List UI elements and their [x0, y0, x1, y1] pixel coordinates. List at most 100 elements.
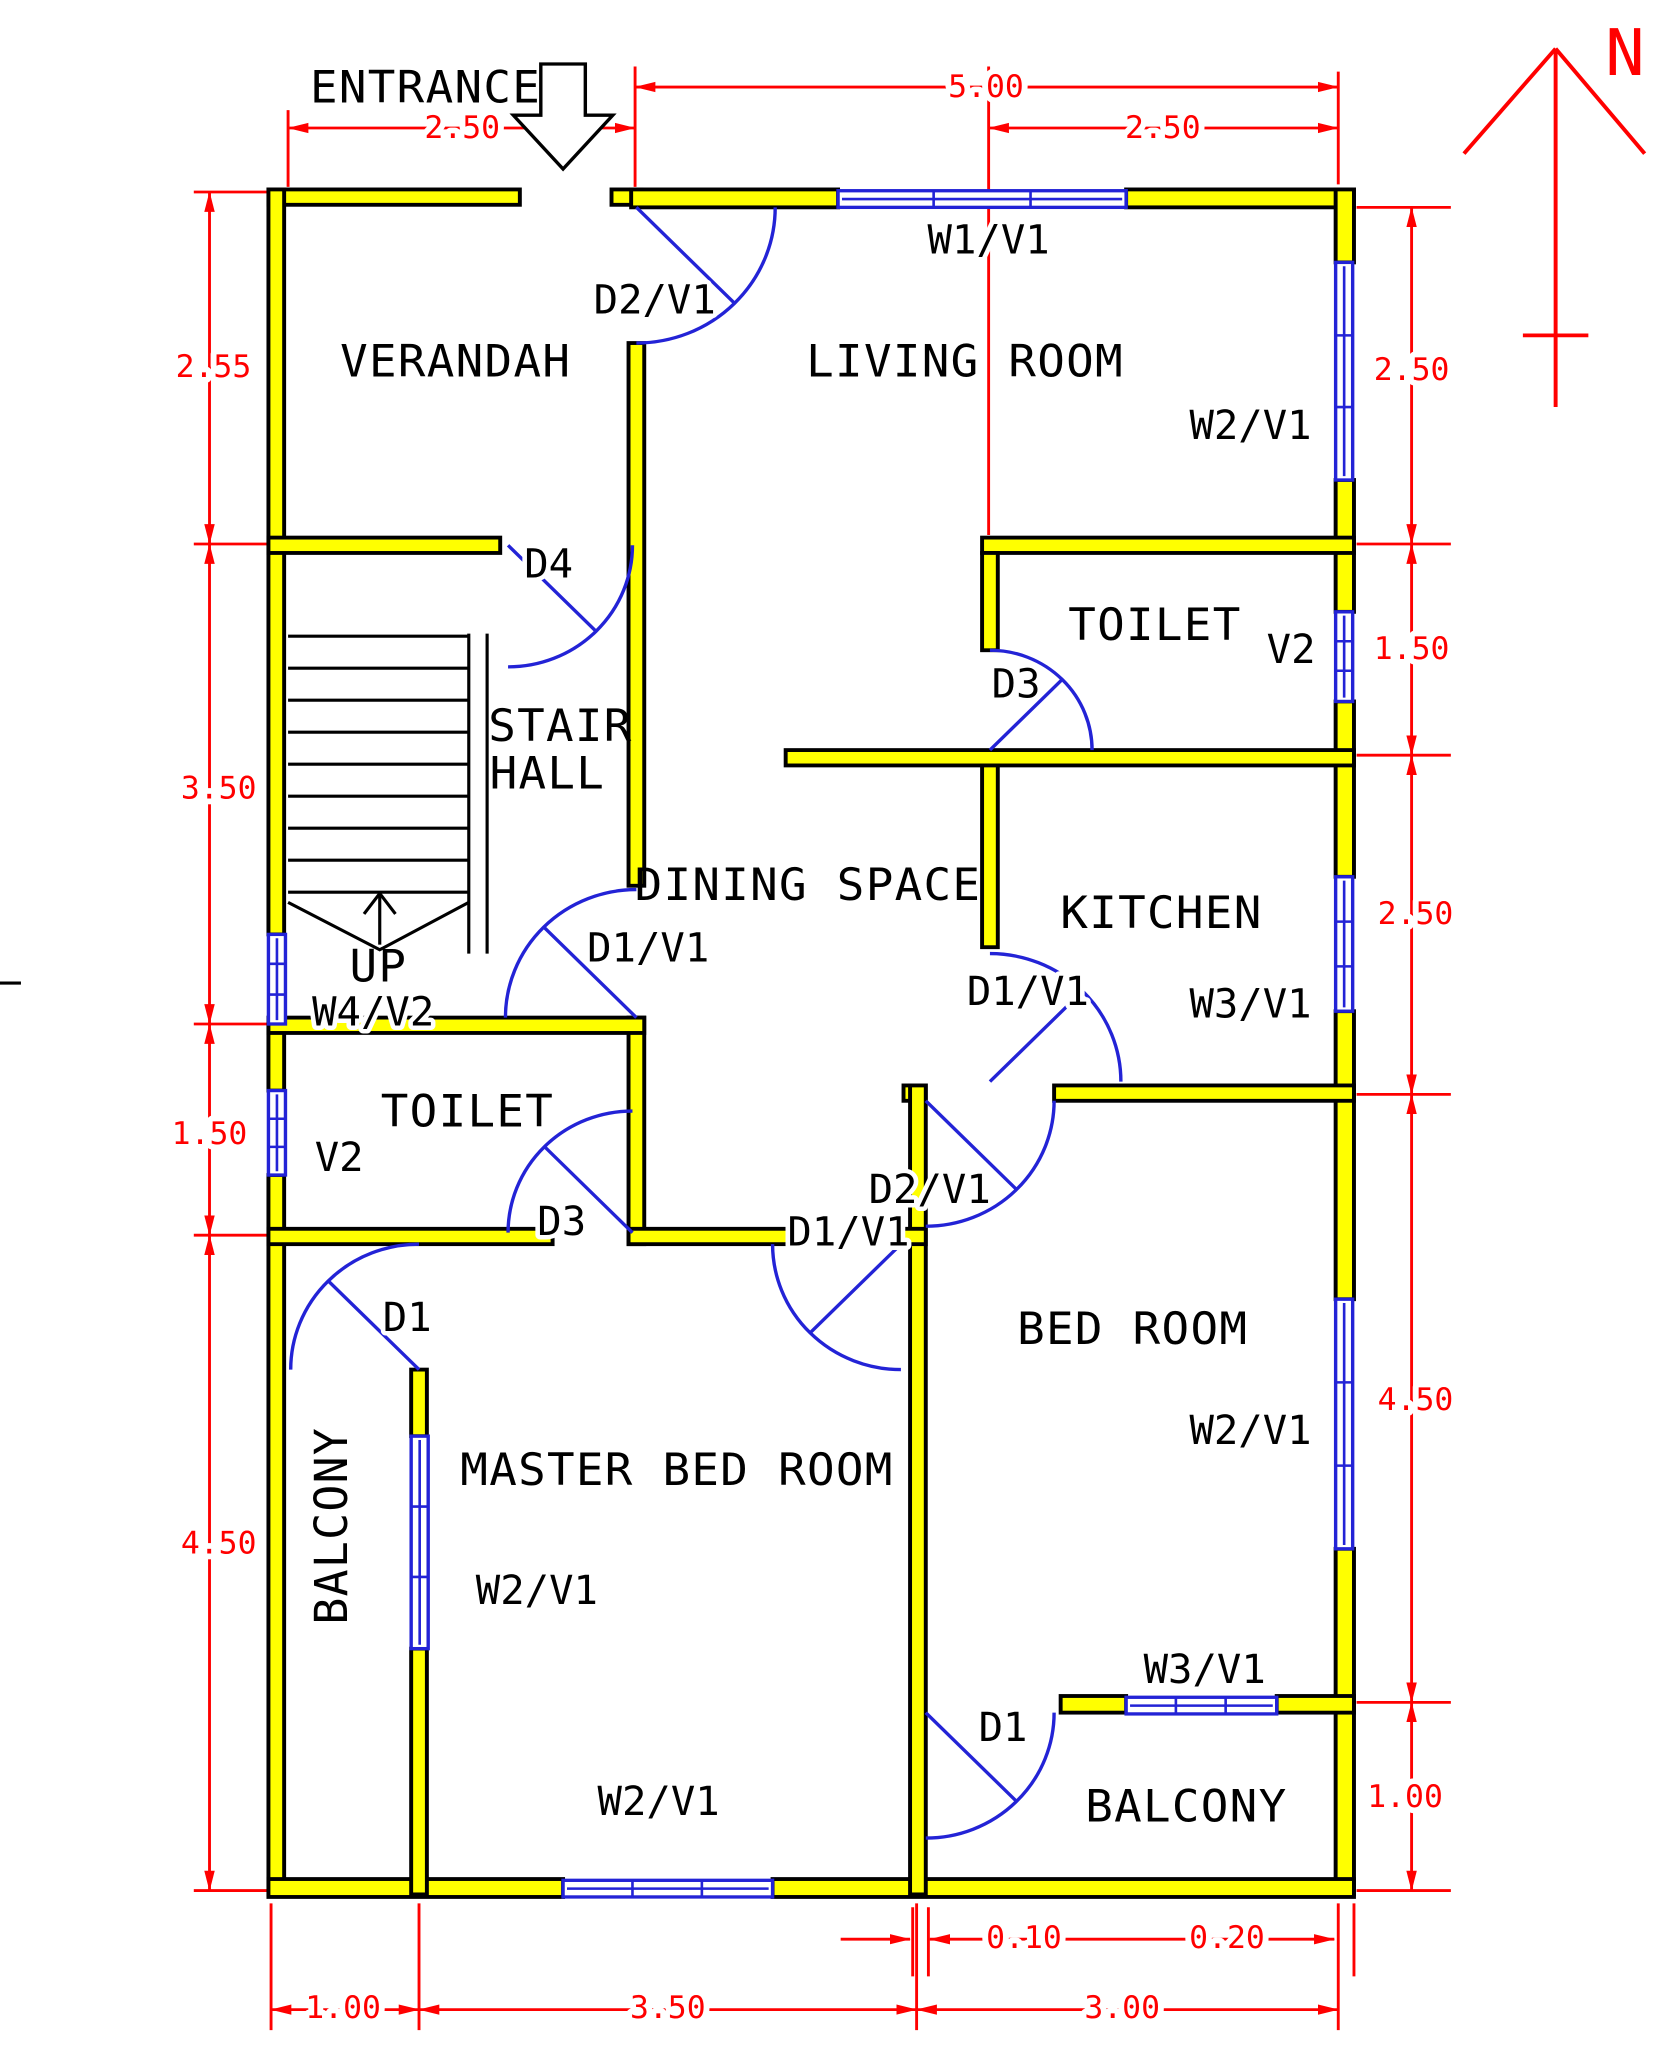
entrance-arrow-shape: [509, 62, 617, 172]
window-w2-master: [409, 1434, 430, 1651]
up-arrow-head: [362, 892, 381, 915]
wall-segment: [783, 748, 1356, 768]
wall-segment: [980, 763, 1000, 950]
tag-w2-bed: W2/V1: [1189, 1408, 1311, 1453]
door-d4-stair: [506, 544, 635, 669]
tag-d1-balcony-left: D1: [383, 1296, 432, 1341]
dimension-lines: [204, 81, 1417, 2015]
tag-v2-toilet-left: V2: [315, 1136, 364, 1181]
tag-d1-balcony-right: D1: [979, 1705, 1028, 1750]
room-label-stair-line2: HALL: [490, 747, 606, 799]
tag-w4-stair: W4/V2: [312, 990, 434, 1035]
wall-segment: [626, 341, 647, 888]
tag-w2-living: W2/V1: [1189, 404, 1311, 449]
wall-segment: [626, 1015, 647, 1247]
room-label-balcony-right: BALCONY: [1085, 1780, 1287, 1832]
wall-segment: [980, 551, 1000, 653]
wall-segment: [1333, 187, 1356, 265]
north-arrow-line: [1554, 47, 1647, 155]
window-w4-stair: [266, 932, 288, 1026]
up-arrow-head: [378, 892, 397, 915]
tag-d1-dining: D1/V1: [587, 926, 709, 971]
window-v2-toilet-right: [1333, 610, 1355, 704]
stair-break-line: [287, 901, 470, 952]
door-d1-balcony-left: [288, 1242, 421, 1371]
window-w3-balcony: [1124, 1695, 1279, 1716]
north-arrow-line: [1462, 47, 1558, 155]
door-d3-toilet-left: [506, 1109, 634, 1234]
wall-segment: [908, 1083, 928, 1897]
wall-segment: [629, 187, 841, 210]
room-label-toilet-left: TOILET: [381, 1085, 554, 1137]
window-w2-living: [1333, 260, 1355, 482]
wall-segment: [266, 187, 522, 207]
dim-top-span: 5.00: [948, 69, 1024, 105]
dim-right-toilet: 1.50: [1374, 631, 1450, 667]
wall-segment: [626, 1226, 791, 1247]
door-d1v1-master: [770, 1242, 903, 1372]
wall-segment: [266, 1226, 555, 1247]
dim-left-stair: 3.50: [181, 771, 257, 807]
dim-right-balcony: 1.00: [1367, 1779, 1443, 1815]
tag-d1-master: D1/V1: [787, 1210, 909, 1255]
dim-wall-outer: 0.20: [1189, 1920, 1265, 1956]
tag-d2-verandah: D2/V1: [594, 278, 716, 323]
tag-w2-master: W2/V1: [476, 1568, 598, 1613]
entrance-arrow-icon: [509, 62, 617, 172]
wall-segment: [266, 535, 503, 555]
wall-segment: [409, 1367, 429, 1439]
dim-left-toilet: 1.50: [172, 1116, 248, 1152]
entrance-label: ENTRANCE: [310, 61, 541, 113]
room-label-bed: BED ROOM: [1017, 1302, 1248, 1354]
labels: ENTRANCE VERANDAH LIVING ROOM STAIR HALL…: [166, 61, 1459, 2032]
wall-segment: [898, 1226, 928, 1247]
dim-right-bed: 4.50: [1378, 1383, 1454, 1419]
dim-top-right: 2.50: [1125, 110, 1201, 146]
room-label-living: LIVING ROOM: [806, 335, 1124, 387]
window-w3-kitchen: [1333, 875, 1355, 1013]
north-label: N: [1605, 17, 1644, 91]
up-label: UP: [350, 940, 408, 992]
wall-segment: [1124, 187, 1356, 210]
tag-d1-kitchen: D1/V1: [967, 969, 1089, 1014]
wall-segment: [409, 1646, 429, 1897]
tag-d3-toilet-left: D3: [537, 1200, 586, 1245]
wall-segment: [266, 187, 287, 937]
wall-segment: [1333, 1546, 1356, 1897]
tag-d4-stair: D4: [524, 542, 573, 587]
door-d3-toilet-right: [988, 648, 1094, 752]
room-label-balcony-left: BALCONY: [304, 1427, 358, 1625]
room-label-toilet-right: TOILET: [1068, 598, 1241, 650]
door-d1v1-dining: [503, 887, 638, 1019]
tag-w3-kitchen: W3/V1: [1189, 982, 1311, 1027]
dim-bottom-master: 3.50: [630, 1991, 706, 2027]
window-w2-bottom: [561, 1878, 775, 1899]
window-w2-bed: [1333, 1297, 1355, 1551]
windows: [266, 189, 1355, 1899]
dim-top-left: 2.50: [424, 110, 500, 146]
wall-segment: [266, 1173, 287, 1897]
stairs: [0, 633, 489, 985]
wall-segment: [1333, 1009, 1356, 1302]
wall-segment: [980, 535, 1356, 555]
wall-segment: [1274, 1694, 1356, 1715]
room-label-dining: DINING SPACE: [635, 858, 982, 910]
dim-left-verandah: 2.55: [176, 350, 252, 386]
room-label-stair-line1: STAIR: [488, 700, 632, 752]
window-v2-toilet-left: [266, 1088, 288, 1177]
tag-w2-bottom: W2/V1: [598, 1780, 720, 1825]
north-arrow-icon: N: [1462, 17, 1647, 408]
door-d1-balcony-right: [924, 1711, 1056, 1840]
tag-v2-toilet-right: V2: [1267, 628, 1316, 673]
room-label-kitchen: KITCHEN: [1060, 886, 1262, 938]
door-d2v1-bed: [924, 1099, 1056, 1228]
door-d1v1-kitchen: [988, 951, 1123, 1083]
room-label-verandah: VERANDAH: [340, 335, 571, 387]
wall-segment: [1052, 1083, 1356, 1103]
room-label-master: MASTER BED ROOM: [460, 1443, 893, 1495]
wall-segment: [1333, 699, 1356, 879]
tag-w3-balcony: W3/V1: [1144, 1648, 1266, 1693]
dim-right-kitchen: 2.50: [1378, 896, 1454, 932]
wall-segment: [770, 1877, 1356, 1899]
